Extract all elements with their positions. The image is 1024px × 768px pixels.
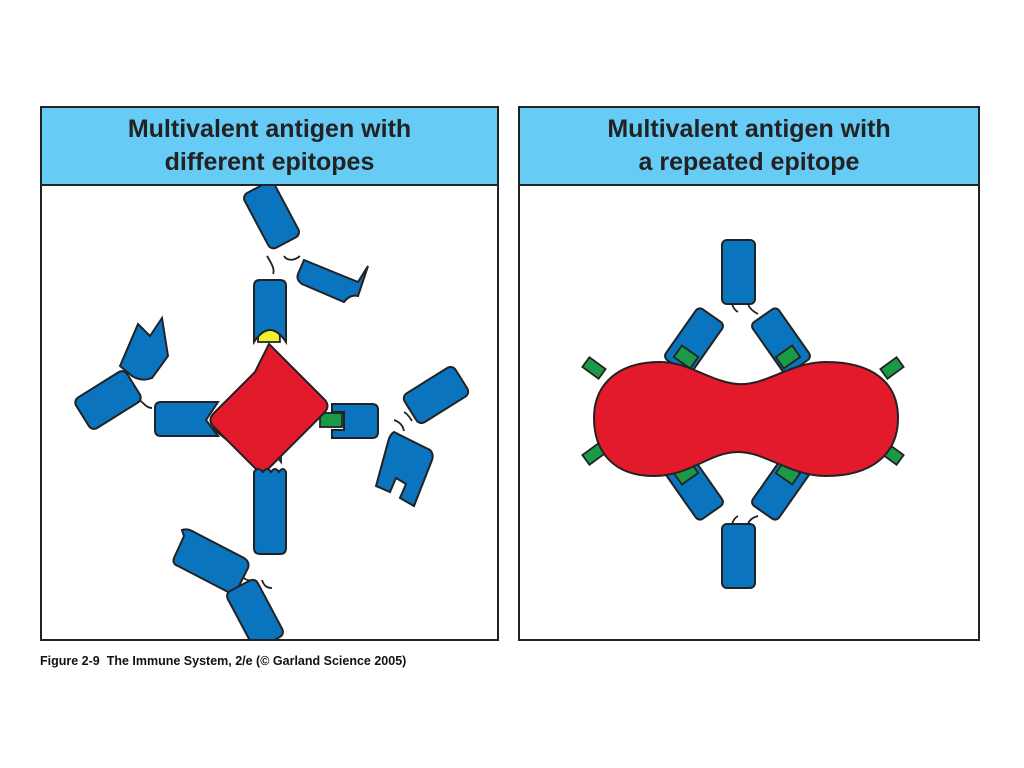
right-diagram-svg [581,239,905,589]
hinge-line [747,303,759,315]
left-panel-title-line1: Multivalent antigen with [127,115,412,143]
antigen-diamond [209,319,343,473]
antibody-top-group [664,239,811,375]
antibody-bottom [172,468,287,639]
green-epitope [774,344,802,370]
antibody-right [331,365,470,508]
antigen-body [592,360,900,478]
antibody-fab [721,523,756,589]
left-panel: Multivalent antigen with different epito… [40,106,499,641]
antibody-fab [253,279,287,346]
figure-caption: Figure 2-9 The Immune System, 2/e (© Gar… [40,654,406,668]
hinge-line [747,515,759,525]
left-panel-diagram [42,186,497,639]
green-epitope [581,356,607,380]
antibody-bottom-group [664,453,811,589]
hinge-line [731,303,739,313]
left-diagram-svg [74,186,470,639]
figure-caption-text: The Immune System, 2/e (© Garland Scienc… [106,654,407,668]
right-panel-header: Multivalent antigen with a repeated epit… [520,108,978,186]
right-panel-diagram [520,186,978,639]
antibody-fab [226,578,284,639]
antibody-fab [721,239,756,305]
hinge-line [266,255,275,275]
antibody-fab [243,186,300,250]
antibody-fab [253,468,287,555]
right-panel: Multivalent antigen with a repeated epit… [518,106,980,641]
antibody-fab [172,528,250,594]
antibody-fab [331,403,379,439]
antibody-fab [118,315,170,381]
green-epitope [879,356,905,380]
hinge-line [283,255,301,261]
right-panel-title-line2: a repeated epitope [638,148,860,176]
left-panel-title-line2: different epitopes [164,148,375,176]
hinge-line [731,515,739,525]
hinge-line [261,579,273,589]
antibody-fab [154,401,220,437]
hinge-line [393,419,405,432]
antibody-left [74,315,220,437]
antibody-fab [74,370,142,430]
antibody-fab [296,258,369,304]
hinge-line [403,411,413,422]
figure-label: Figure 2-9 [40,654,100,668]
antibody-fab [402,365,470,425]
antigen-body [209,342,329,473]
antibody-top [243,186,369,346]
antibody-fab [374,430,434,508]
green-epitope [672,344,700,370]
left-panel-header: Multivalent antigen with different epito… [42,108,497,186]
right-panel-title-line1: Multivalent antigen with [607,115,891,143]
